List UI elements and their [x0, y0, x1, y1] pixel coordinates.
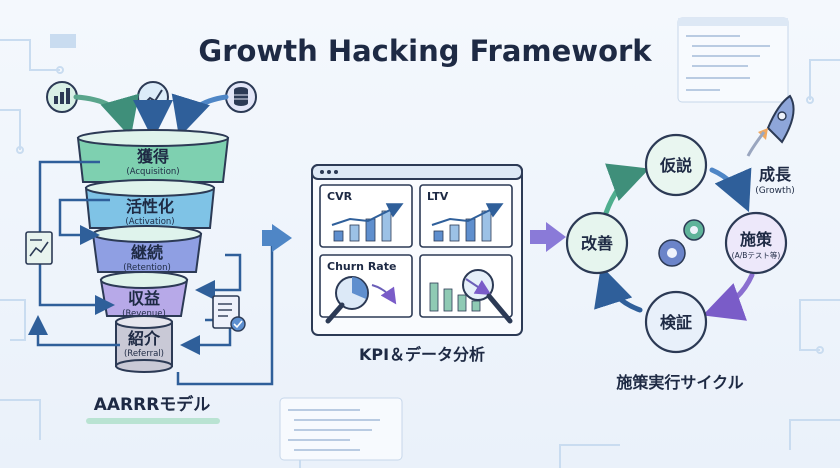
growth-sub: (Growth): [755, 186, 795, 196]
funnel-stage-sub: (Revenue): [122, 309, 166, 319]
cycle-node-label: 仮説: [659, 156, 692, 175]
bar-chart-icon: [431, 203, 504, 242]
funnel-stage-label: 収益: [128, 289, 160, 308]
kpi-panel-label: Churn Rate: [327, 260, 396, 273]
funnel-stage-sub: (Acquisition): [126, 167, 179, 177]
cycle-node-1: 仮説: [644, 133, 708, 197]
funnel-stage-3: 継続(Retention): [91, 225, 203, 273]
kpi-panel-label: LTV: [427, 190, 449, 203]
kpi-panel-1: CVR: [319, 184, 413, 248]
declining-chart-magnifier-icon: [429, 269, 513, 324]
funnel-caption: AARRRモデル: [94, 394, 211, 415]
cycle-node-2: 施策(A/Bテスト等): [724, 211, 788, 275]
gears-icon: [658, 219, 705, 267]
funnel-stage-label: 活性化: [126, 197, 174, 216]
cycle-caption: 施策実行サイクル: [616, 373, 743, 392]
report-chart-icon: [25, 231, 53, 265]
funnel-stage-label: 継続: [131, 243, 163, 262]
kpi-panels: CVR LTV Churn Rate: [319, 184, 513, 324]
circuit-decoration: [0, 39, 840, 468]
funnel-input-icons: [46, 81, 257, 113]
flow-arrow-kpi-to-cycle: [530, 222, 566, 252]
cycle-node-label: 検証: [660, 313, 692, 332]
funnel-input-arrows: [73, 93, 229, 140]
cycle-node-3: 検証: [644, 290, 708, 354]
funnel-stage-1: 獲得(Acquisition): [76, 129, 230, 183]
cycle-arrows: [594, 163, 755, 321]
funnel-stage-label: 紹介: [128, 329, 161, 348]
bar-chart-icon: [331, 203, 404, 242]
cycle-node-4: 改善: [565, 211, 629, 275]
database-icon: [225, 81, 257, 113]
kpi-panel-2: LTV: [419, 184, 513, 248]
flow-arrow-funnel-to-kpi: [176, 224, 292, 386]
funnel-stage-sub: (Referral): [124, 349, 164, 359]
kpi-panel-label: CVR: [327, 190, 353, 203]
cycle-node-sub: (A/Bテスト等): [732, 250, 781, 260]
line-chart-icon: [137, 81, 169, 113]
approved-document-icon: [212, 295, 246, 332]
cycle-node-label: 施策: [740, 230, 773, 249]
pie-chart-magnifier-icon: [325, 276, 397, 324]
rocket-icon: [746, 94, 795, 157]
funnel-stage-5: 紹介(Referral): [115, 315, 173, 373]
funnel-stage-label: 獲得: [137, 147, 169, 166]
funnel-stage-2: 活性化(Activation): [84, 179, 216, 229]
funnel-stage-4: 収益(Revenue): [99, 271, 189, 319]
kpi-panel-4: [419, 254, 513, 324]
code-window-decoration: [50, 17, 789, 461]
funnel-stage-sub: (Retention): [123, 263, 171, 273]
bar-chart-icon: [46, 81, 78, 113]
kpi-caption: KPI＆データ分析: [359, 345, 485, 364]
funnel: 獲得(Acquisition)活性化(Activation)継続(Retenti…: [76, 129, 230, 373]
funnel-stage-sub: (Activation): [125, 217, 174, 227]
growth-label: 成長: [759, 165, 792, 184]
caption-underline: [86, 418, 220, 424]
page-title: Growth Hacking Framework: [198, 34, 652, 68]
cycle-node-label: 改善: [581, 234, 613, 253]
kpi-panel-3: Churn Rate: [319, 254, 413, 324]
